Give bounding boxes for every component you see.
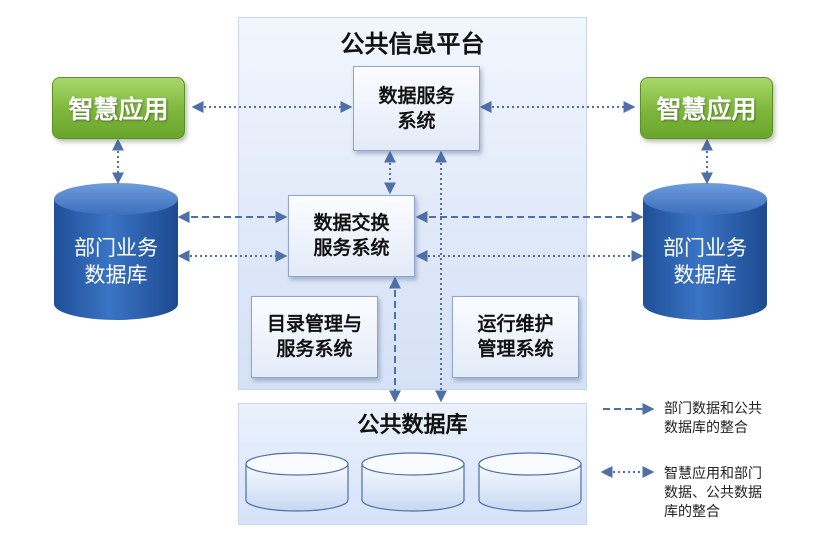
legend-dotted-text: 智慧应用和部门 数据、公共数据 库的整合 [664,466,762,520]
public-db-cylinder-3 [478,452,582,512]
data-exchange-service-box: 数据交换 服务系统 [288,195,415,277]
left-dept-db-label: 部门业务 数据库 [74,235,158,287]
public-db-cylinder-2 [361,452,465,512]
left-dept-db-cylinder [54,183,178,320]
right-dept-db-label: 部门业务 数据库 [663,235,747,287]
legend-dashed-text: 部门数据和公共 数据库的整合 [664,401,762,436]
smart-app-right-box: 智慧应用 [640,77,773,139]
smart-app-left-box: 智慧应用 [52,77,185,139]
public-db-cylinder-1 [245,452,349,512]
public-database-title: 公共数据库 [357,413,468,438]
data-service-system-box: 数据服务 系统 [353,66,480,151]
right-dept-db-cylinder [643,183,767,320]
platform-title: 公共信息平台 [340,30,485,58]
operations-maintenance-box: 运行维护 管理系统 [452,296,579,378]
catalog-management-box: 目录管理与 服务系统 [251,296,378,378]
